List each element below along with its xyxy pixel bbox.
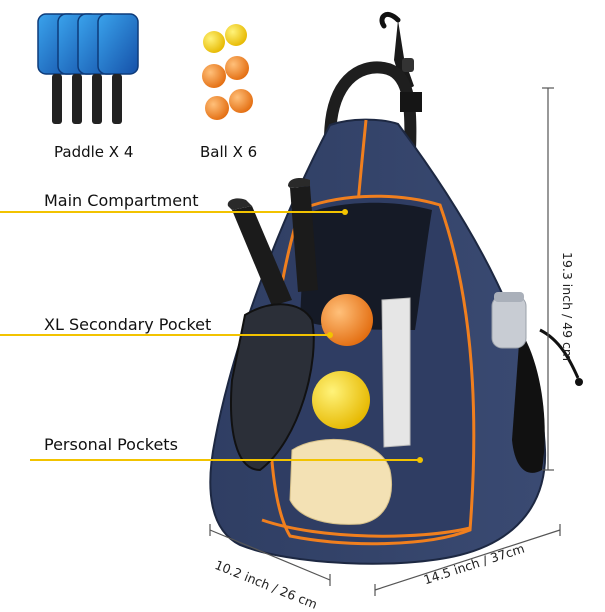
- ball-set-icon: [202, 24, 253, 120]
- ball-caption: Ball X 6: [200, 143, 258, 161]
- callout-secondary-pocket: XL Secondary Pocket: [44, 315, 212, 334]
- paddle-set-icon: [37, 13, 139, 124]
- dimension-lines: [209, 87, 561, 596]
- callout-main-compartment: Main Compartment: [44, 191, 199, 210]
- callout-lines: [0, 209, 423, 463]
- balls-in-pocket: [312, 294, 373, 429]
- towel: [289, 439, 392, 525]
- dimension-height-label: 19.3 inch / 49 cm: [560, 252, 575, 362]
- paddle-caption: Paddle X 4: [54, 143, 134, 161]
- callout-personal-pockets: Personal Pockets: [44, 435, 178, 454]
